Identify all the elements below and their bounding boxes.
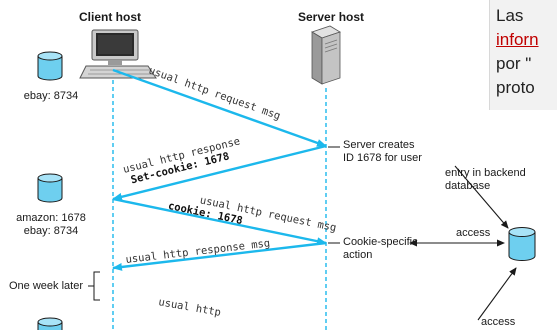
message-label-4: usual http response msg <box>125 237 271 266</box>
cookie-specific-action-note: Cookie-specific action <box>343 236 418 261</box>
side-panel-line-1: Las <box>496 6 524 25</box>
side-panel-line-4: proto <box>496 78 535 97</box>
backend-entry-label: entry in backend database <box>445 167 526 192</box>
access-label-1: access <box>456 227 491 239</box>
client-cookie-db-1-icon <box>37 51 63 81</box>
message-arrow-3 <box>112 197 327 246</box>
message-arrow-1 <box>112 68 327 148</box>
side-panel-link[interactable]: inforn <box>496 30 539 49</box>
client-computer-icon <box>79 29 157 79</box>
side-panel-line-3: por " <box>496 54 532 73</box>
one-week-later-label: One week later <box>9 280 83 292</box>
message-arrow-4 <box>112 241 327 271</box>
server-host-title: Server host <box>298 10 365 24</box>
message-arrow-2 <box>112 144 327 201</box>
client-cookie-db-2-label: amazon: 1678 ebay: 8734 <box>16 212 86 237</box>
client-cookie-db-1-label: ebay: 8734 <box>23 90 79 102</box>
side-text-panel: Las inforn por " proto <box>489 0 557 110</box>
client-cookie-db-3-icon <box>37 317 63 330</box>
backend-entry-arrow <box>454 165 509 229</box>
client-host-title: Client host <box>79 10 141 24</box>
message-label-3: usual http request msg cookie: 1678 <box>167 194 337 234</box>
message-label-1: usual http request msg <box>147 65 282 123</box>
server-tower-icon <box>311 25 341 85</box>
access-arrow-2 <box>477 267 517 321</box>
message-label-5: usual http <box>157 296 221 319</box>
client-cookie-db-2-icon <box>37 173 63 203</box>
server-creates-note: Server creates ID 1678 for user <box>343 139 422 164</box>
backend-database-icon <box>508 227 536 261</box>
one-week-later-bracket <box>93 271 100 301</box>
message-label-2: usual http response Set-cookie: 1678 <box>122 135 241 186</box>
access-label-2: access <box>481 316 516 328</box>
